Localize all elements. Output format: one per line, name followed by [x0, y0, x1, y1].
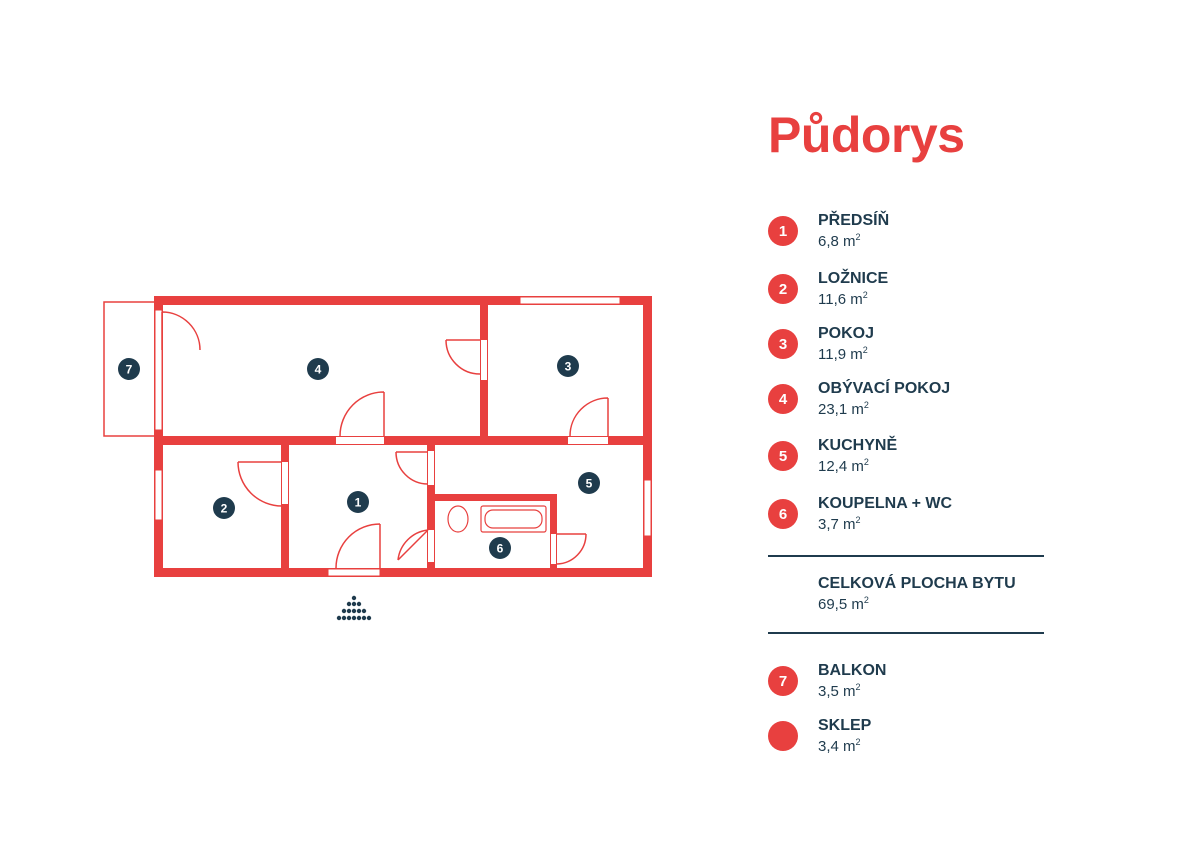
legend-name: KOUPELNA + WC [818, 495, 953, 512]
room-2-label: 2 [221, 502, 228, 516]
legend-badge: 5 [768, 441, 798, 471]
legend-badge: 3 [768, 329, 798, 359]
legend-area: 3,4 m2 [818, 737, 861, 755]
legend-item-pokoj: 3 POKOJ 11,9 m2 [768, 325, 1048, 365]
legend-item-total: CELKOVÁ PLOCHA BYTU 69,5 m2 [768, 575, 1048, 615]
legend-name: PŘEDSÍŇ [818, 212, 890, 229]
room-7-label: 7 [126, 363, 133, 377]
legend-area: 12,4 m2 [818, 457, 869, 475]
dots-triangle-icon [336, 595, 372, 621]
divider [768, 632, 1044, 634]
bathroom-fixtures [447, 505, 547, 533]
legend-area: 3,7 m2 [818, 515, 861, 533]
windows [154, 296, 652, 577]
room-1-label: 1 [355, 496, 362, 510]
legend-area: 11,6 m2 [818, 290, 868, 308]
legend-item-kuchyne: 5 KUCHYNĚ 12,4 m2 [768, 437, 1048, 477]
legend-badge: 2 [768, 274, 798, 304]
page-title: Půdorys [768, 107, 965, 163]
legend-badge [768, 721, 798, 751]
floor-plan: 7 4 3 2 1 5 6 [103, 296, 652, 621]
legend-badge: 4 [768, 384, 798, 414]
room-5-label: 5 [586, 477, 593, 491]
legend-name: POKOJ [818, 325, 875, 342]
legend-area: 23,1 m2 [818, 400, 869, 418]
room-markers: 7 4 3 2 1 5 6 [118, 355, 600, 559]
legend-name: KUCHYNĚ [818, 437, 898, 454]
total-name: CELKOVÁ PLOCHA BYTU [818, 575, 1016, 592]
room-4-label: 4 [315, 363, 322, 377]
room-3-label: 3 [565, 360, 572, 374]
divider [768, 555, 1044, 557]
door-swings [161, 311, 609, 569]
legend-name: LOŽNICE [818, 270, 889, 287]
legend-item-koupelna: 6 KOUPELNA + WC 3,7 m2 [768, 495, 1048, 535]
legend-area: 11,9 m2 [818, 345, 868, 363]
legend-name: OBÝVACÍ POKOJ [818, 380, 951, 397]
legend-item-obyvaci-pokoj: 4 OBÝVACÍ POKOJ 23,1 m2 [768, 380, 1048, 420]
legend-badge: 6 [768, 499, 798, 529]
room-6-label: 6 [497, 542, 504, 556]
legend-badge: 1 [768, 216, 798, 246]
walls [154, 296, 652, 577]
legend-name: SKLEP [818, 717, 872, 734]
legend-badge: 7 [768, 666, 798, 696]
legend-item-balkon: 7 BALKON 3,5 m2 [768, 662, 1048, 702]
legend-item-predsin: 1 PŘEDSÍŇ 6,8 m2 [768, 212, 1048, 252]
door-openings [282, 340, 608, 564]
legend-item-loznice: 2 LOŽNICE 11,6 m2 [768, 270, 1048, 310]
legend-area: 3,5 m2 [818, 682, 861, 700]
legend-area: 6,8 m2 [818, 232, 861, 250]
legend-name: BALKON [818, 662, 887, 679]
total-area-value: 69,5 m2 [818, 595, 869, 613]
legend-item-sklep: SKLEP 3,4 m2 [768, 717, 1048, 757]
